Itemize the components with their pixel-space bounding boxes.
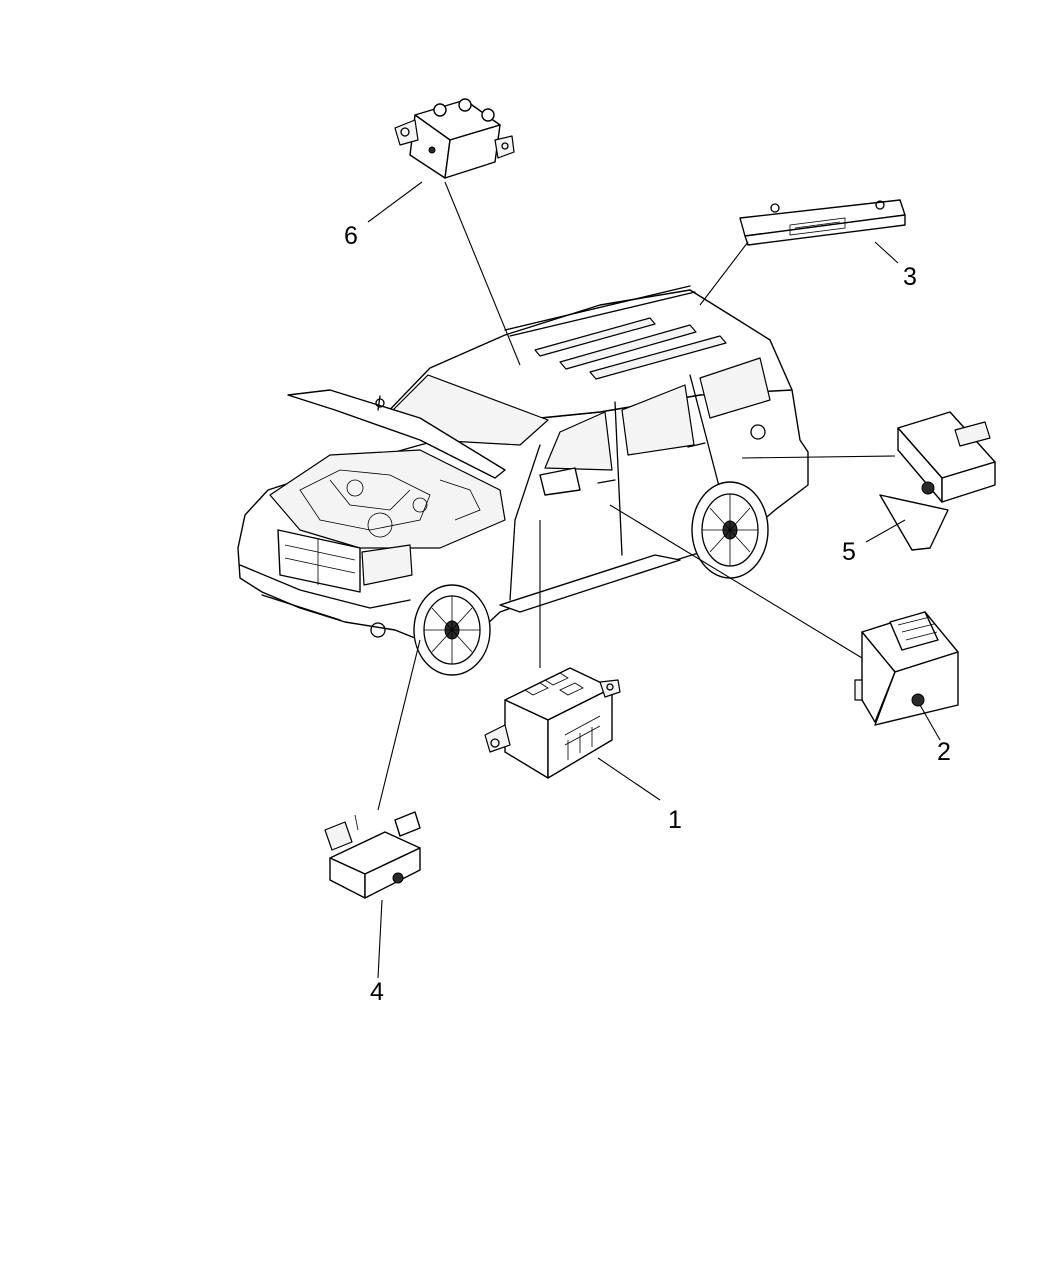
part-3-module [739, 199, 906, 246]
leader-callout-5 [865, 519, 906, 543]
leader-part-2-to-vehicle [609, 504, 863, 659]
leader-part-5-to-vehicle [741, 455, 896, 459]
leader-callout-3 [874, 241, 899, 264]
part-4-sensor [324, 811, 421, 899]
leader-callout-1 [597, 757, 661, 801]
leader-part-6-to-vehicle [444, 181, 521, 366]
callout-labels: 1 2 3 4 5 6 [344, 222, 951, 1006]
callout-1: 1 [668, 806, 682, 834]
callout-6: 6 [344, 222, 358, 250]
part-5-bracket-module [879, 411, 996, 551]
leader-lines [367, 181, 941, 979]
leader-callout-6 [367, 181, 423, 223]
vehicle-illustration [237, 285, 809, 676]
leader-part-4-to-vehicle [377, 639, 421, 811]
front-wheel [413, 584, 491, 676]
rear-wheel [691, 481, 769, 579]
part-2-module [854, 611, 959, 726]
part-1-body-control-module [484, 667, 621, 779]
leader-callout-2 [919, 704, 941, 741]
callout-4: 4 [370, 978, 384, 1006]
callout-2: 2 [937, 738, 951, 766]
leader-part-3-to-vehicle [699, 241, 749, 306]
callout-3: 3 [903, 263, 917, 291]
part-6-module [394, 98, 515, 179]
callout-5: 5 [842, 538, 856, 566]
leader-callout-4 [377, 899, 383, 979]
